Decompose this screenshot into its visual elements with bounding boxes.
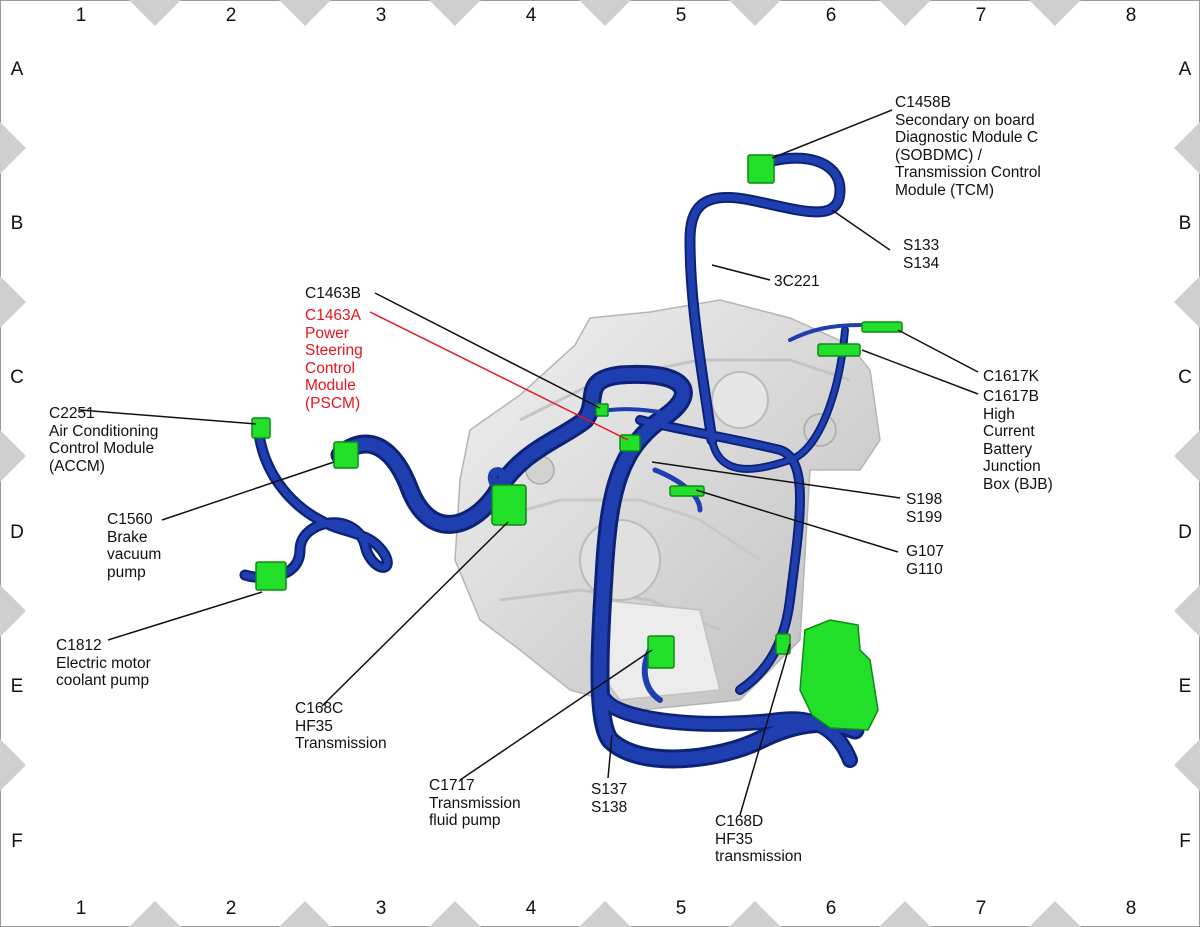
grid-marker-bottom-2 <box>279 901 331 927</box>
grid-marker-top-5 <box>729 0 781 26</box>
callout-c2251: C2251 Air Conditioning Control Module (A… <box>49 405 159 475</box>
callout-c1617b: C1617B High Current Battery Junction Box… <box>983 388 1053 493</box>
grid-row-d-right: D <box>1178 522 1192 543</box>
grid-column-4-bottom: 4 <box>525 898 537 919</box>
grid-row-c-right: C <box>1178 367 1192 388</box>
grid-marker-top-2 <box>279 0 331 26</box>
connector-c168c <box>491 484 527 526</box>
grid-marker-top-6 <box>879 0 931 26</box>
callout-c168d: C168D HF35 transmission <box>715 813 802 865</box>
grid-column-1-bottom: 1 <box>75 898 87 919</box>
callout-s198: S198 S199 <box>906 491 943 526</box>
grid-column-4-top: 4 <box>525 5 537 26</box>
callout-s133: S133 S134 <box>903 237 940 272</box>
grid-marker-top-1 <box>129 0 181 26</box>
grid-column-5-top: 5 <box>675 5 687 26</box>
grid-marker-right-4 <box>1174 585 1200 637</box>
connector-g107 <box>669 485 705 497</box>
grid-column-8-top: 8 <box>1125 5 1137 26</box>
grid-marker-top-3 <box>429 0 481 26</box>
grid-column-6-top: 6 <box>825 5 837 26</box>
grid-marker-left-4 <box>0 585 26 637</box>
grid-marker-left-5 <box>0 739 26 791</box>
grid-column-2-bottom: 2 <box>225 898 237 919</box>
grid-column-8-bottom: 8 <box>1125 898 1137 919</box>
grid-marker-left-1 <box>0 122 26 174</box>
grid-row-d-left: D <box>10 522 24 543</box>
callout-3c221: 3C221 <box>774 273 820 290</box>
callout-c1458b: C1458B Secondary on board Diagnostic Mod… <box>895 94 1041 199</box>
grid-column-6-bottom: 6 <box>825 898 837 919</box>
grid-marker-right-2 <box>1174 276 1200 328</box>
connectors <box>251 154 903 731</box>
connector-c1812 <box>255 561 287 591</box>
grid-row-e-right: E <box>1178 676 1192 697</box>
grid-column-2-top: 2 <box>225 5 237 26</box>
grid-marker-bottom-5 <box>729 901 781 927</box>
connector-c1617k <box>861 321 903 333</box>
connector-c1617b <box>817 343 861 357</box>
grid-marker-right-3 <box>1174 430 1200 482</box>
grid-marker-right-1 <box>1174 122 1200 174</box>
grid-row-e-left: E <box>10 676 24 697</box>
grid-marker-top-7 <box>1029 0 1081 26</box>
grid-row-f-right: F <box>1179 831 1191 852</box>
connector-c1458b <box>747 154 775 184</box>
grid-row-f-left: F <box>11 831 23 852</box>
connector-c1560 <box>333 441 359 469</box>
callout-c1463b: C1463B <box>305 285 362 302</box>
grid-marker-left-2 <box>0 276 26 328</box>
grid-row-a-left: A <box>10 59 24 80</box>
grid-column-7-bottom: 7 <box>975 898 987 919</box>
callout-c1560: C1560 Brake vacuum pump <box>107 511 162 581</box>
grid-marker-bottom-7 <box>1029 901 1081 927</box>
callout-c168c: C168C HF35 Transmission <box>295 700 387 752</box>
grid-marker-left-3 <box>0 430 26 482</box>
grid-row-c-left: C <box>10 367 24 388</box>
connector-c2251 <box>251 417 271 439</box>
grid-column-7-top: 7 <box>975 5 987 26</box>
callout-c1463a: C1463A Power Steering Control Module (PS… <box>305 307 363 412</box>
grid-marker-bottom-4 <box>579 901 631 927</box>
connector-c1717 <box>647 635 675 669</box>
grid-row-b-left: B <box>10 213 24 234</box>
grid-column-1-top: 1 <box>75 5 87 26</box>
connector-bjb-block <box>799 619 879 731</box>
callout-c1812: C1812 Electric motor coolant pump <box>56 637 151 689</box>
grid-column-5-bottom: 5 <box>675 898 687 919</box>
grid-marker-bottom-1 <box>129 901 181 927</box>
callout-c1717: C1717 Transmission fluid pump <box>429 777 521 829</box>
grid-marker-right-5 <box>1174 739 1200 791</box>
grid-row-b-right: B <box>1178 213 1192 234</box>
connector-c1463b <box>595 403 609 417</box>
grid-marker-bottom-6 <box>879 901 931 927</box>
callout-g107: G107 G110 <box>906 543 944 578</box>
leader-lines <box>79 109 979 816</box>
callout-s137: S137 S138 <box>591 781 628 816</box>
grid-row-a-right: A <box>1178 59 1192 80</box>
grid-column-3-bottom: 3 <box>375 898 387 919</box>
grid-marker-top-4 <box>579 0 631 26</box>
grid-column-3-top: 3 <box>375 5 387 26</box>
callout-c1617k: C1617K <box>983 368 1040 385</box>
grid-marker-bottom-3 <box>429 901 481 927</box>
